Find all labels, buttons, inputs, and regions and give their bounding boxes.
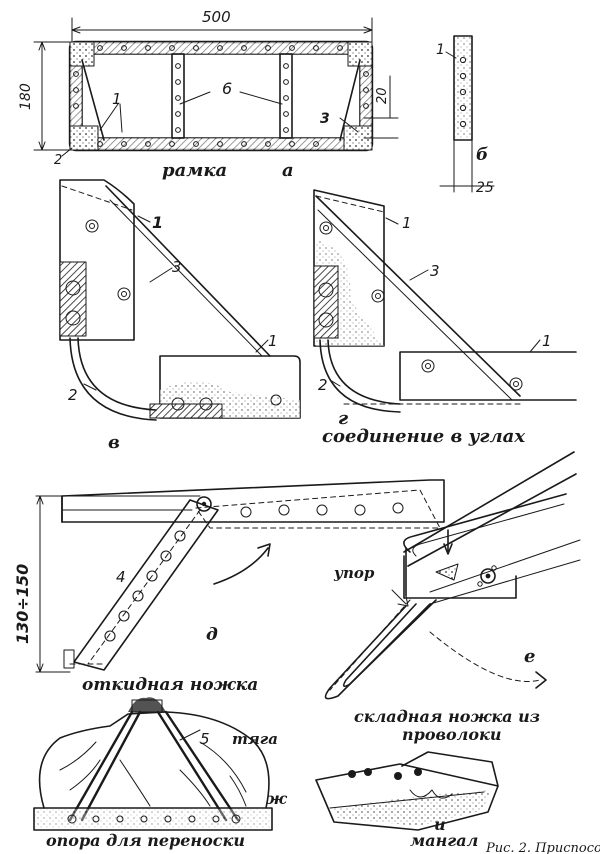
caption-carry-support: опора для переноски: [46, 831, 245, 850]
part-2-label-g: 2: [318, 376, 328, 394]
part-1-label-g-top: 1: [402, 214, 412, 232]
view-d-folding-leg: 130÷150 4 д откидная ножка: [13, 479, 445, 695]
view-g-corner: 1 3 1 2 г соединение в углах: [313, 189, 577, 447]
part-1-label-v-bottom: 1: [268, 332, 278, 350]
caption-v: в: [108, 432, 120, 453]
part-6-label: 6: [222, 79, 232, 98]
caption-a: а: [282, 160, 294, 181]
label-stop: упор: [333, 564, 375, 582]
part-2-label-v: 2: [68, 386, 78, 404]
view-zh-carry: 5 тяга ж опора для переноски: [33, 697, 288, 850]
part-3-label-g: 3: [430, 262, 440, 280]
part-4-label: 4: [116, 568, 126, 586]
caption-folding-leg: откидная ножка: [82, 675, 258, 695]
view-v-corner: 1 3 1 2 в: [59, 179, 301, 453]
view-i-brazier: и мангал Рис. 2. Приспособ...: [315, 751, 600, 854]
part-3-label-v: 3: [172, 258, 182, 276]
part-5-label: 5: [200, 730, 210, 748]
dimension-500: 500: [71, 8, 373, 45]
part-2-label-a: 2: [54, 153, 62, 168]
caption-wire-leg-line2: проволоки: [402, 725, 502, 744]
caption-g: г: [338, 408, 348, 429]
dim-180-label: 180: [18, 83, 34, 110]
dim-500-label: 500: [202, 8, 231, 26]
part-1-label-b: 1: [436, 42, 445, 58]
caption-wire-leg-line1: складная ножка из: [354, 707, 540, 726]
caption-b: б: [476, 145, 488, 165]
caption-frame: рамка: [162, 160, 227, 181]
part-3-label-a: 3: [320, 111, 330, 127]
part-1-label-v-top: 1: [152, 213, 163, 232]
view-e-wire-leg: упор е складная ножка из проволоки: [324, 451, 581, 744]
caption-d: д: [206, 625, 218, 645]
dim-130-150-label: 130÷150: [13, 564, 32, 644]
frame-holes: [73, 45, 369, 147]
view-a-frame: 500 180: [18, 8, 399, 181]
dim-25-label: 25: [476, 180, 494, 196]
caption-corner-joint: соединение в углах: [322, 426, 525, 447]
caption-zh: ж: [266, 789, 288, 808]
part-1-label-a: 1: [112, 90, 122, 108]
caption-i: и: [434, 815, 446, 834]
label-rod: тяга: [232, 730, 278, 748]
dim-20-label: 20: [375, 87, 390, 104]
figure-reference: Рис. 2. Приспособ...: [485, 841, 600, 854]
part-1-label-g-bottom: 1: [542, 332, 552, 350]
view-b-section: 1 б 25: [436, 35, 495, 196]
caption-brazier: мангал: [410, 831, 478, 850]
dimension-180: 180: [18, 41, 71, 151]
caption-e: е: [524, 646, 535, 667]
